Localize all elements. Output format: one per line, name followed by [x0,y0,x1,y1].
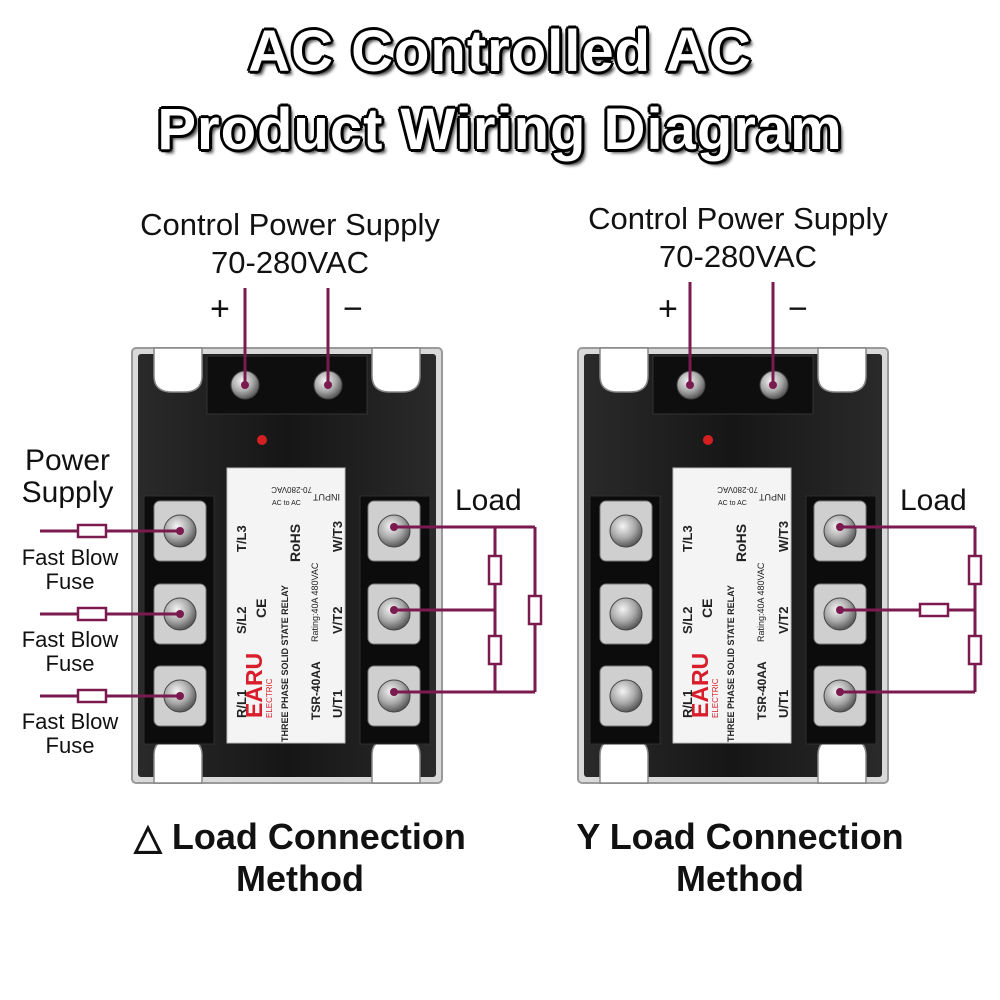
left-connection-dots [176,381,398,700]
right-plus-sign: + [658,290,678,328]
right-relay-term-r: R/L1 [680,690,695,718]
right-relay-input-range-text: 70-280VAC [717,485,758,494]
right-relay-term-t: T/L3 [680,525,695,552]
right-method-line1: Y Load Connection [576,816,904,857]
fuse-label-3-line1: Fast Blow [21,709,119,734]
right-relay-desc: THREE PHASE SOLID STATE RELAY [726,585,736,742]
left-control-supply-text: Control Power Supply [140,207,440,242]
fuse-label-2-line1: Fast Blow [21,627,119,652]
left-relay-term-s: S/L2 [234,607,249,634]
left-voltage-text: 70-280VAC [211,245,369,280]
fuse-label-1-line1: Fast Blow [21,545,119,570]
left-fuses [76,523,108,704]
right-relay-input-text: INPUT [758,492,786,502]
left-relay-brand: EARU [241,653,267,718]
right-relay-label: INPUT 70-280VAC AC to AC EARU ELECTRIC T… [680,485,791,742]
left-plus-sign: + [210,290,230,328]
right-relay-term-w: W/T3 [776,521,791,552]
fuse-label-3: Fast Blow Fuse [8,710,132,758]
left-control-supply-label: Control Power Supply 70-280VAC [110,206,470,282]
fuse-label-2-line2: Fuse [45,651,95,676]
left-load-label: Load [455,484,522,517]
right-relay-term-u: U/T1 [776,690,791,718]
left-method-label: △ Load Connection Method [80,816,520,900]
fuse-label-2: Fast Blow Fuse [8,628,132,676]
right-load-resistors [918,554,983,666]
fuse-2-icon [76,606,108,622]
right-relay-term-v: V/T2 [776,607,791,634]
left-resistor-2-icon [487,634,503,666]
left-relay-input-range-text: 70-280VAC [271,485,312,494]
left-method-line2: Method [236,858,364,899]
right-minus-sign: − [788,290,808,328]
right-control-supply-text: Control Power Supply [588,201,888,236]
left-relay-rating: Rating:40A 480VAC [310,562,320,642]
right-method-line2: Method [676,858,804,899]
right-relay-term-s: S/L2 [680,607,695,634]
left-relay-ce-mark: CE [253,599,269,618]
right-relay-brand: EARU [687,653,713,718]
title-line-2: Product Wiring Diagram [157,97,843,162]
left-relay-term-r: R/L1 [234,690,249,718]
left-relay-term-v: V/T2 [330,607,345,634]
right-relay-ac-to-ac-text: AC to AC [718,500,747,507]
fuse-label-1: Fast Blow Fuse [8,546,132,594]
right-relay-model: TSR-40AA [755,661,769,720]
left-relay-input-text: INPUT [312,492,340,502]
right-relay-rating: Rating:40A 480VAC [756,562,766,642]
left-resistor-3-icon [527,594,543,626]
left-minus-sign: − [343,290,363,328]
left-method-line1: △ Load Connection [134,816,466,857]
left-relay-term-w: W/T3 [330,521,345,552]
right-resistor-1-icon [967,554,983,586]
right-wiring [688,282,977,694]
power-supply-label: Power Supply [10,445,125,509]
fuse-label-1-line2: Fuse [45,569,95,594]
right-resistor-2-icon [918,602,950,618]
left-relay-brand-sub: ELECTRIC [265,678,274,718]
right-voltage-text: 70-280VAC [659,239,817,274]
right-relay-rohs-mark: RoHS [733,524,749,562]
right-control-supply-label: Control Power Supply 70-280VAC [558,200,918,276]
right-method-label: Y Load Connection Method [530,816,950,900]
right-load-label: Load [900,484,967,517]
left-relay-ac-to-ac-text: AC to AC [272,500,301,507]
right-connection-dots [686,381,844,696]
right-resistor-3-icon [967,634,983,666]
left-relay-desc: THREE PHASE SOLID STATE RELAY [280,585,290,742]
left-relay-term-u: U/T1 [330,690,345,718]
fuse-1-icon [76,523,108,539]
power-supply-line2: Supply [21,476,114,509]
fuse-3-icon [76,688,108,704]
right-relay-ce-mark: CE [699,599,715,618]
fuse-label-3-line2: Fuse [45,733,95,758]
left-relay-model: TSR-40AA [309,661,323,720]
left-relay-rohs-mark: RoHS [287,524,303,562]
power-supply-line1: Power [24,444,111,477]
left-relay-term-t: T/L3 [234,525,249,552]
left-load-resistors [487,554,543,666]
left-relay-label: INPUT 70-280VAC AC to AC EARU ELECTRIC T… [234,485,345,742]
title-line-1: AC Controlled AC [248,19,752,84]
left-resistor-1-icon [487,554,503,586]
right-relay-brand-sub: ELECTRIC [711,678,720,718]
